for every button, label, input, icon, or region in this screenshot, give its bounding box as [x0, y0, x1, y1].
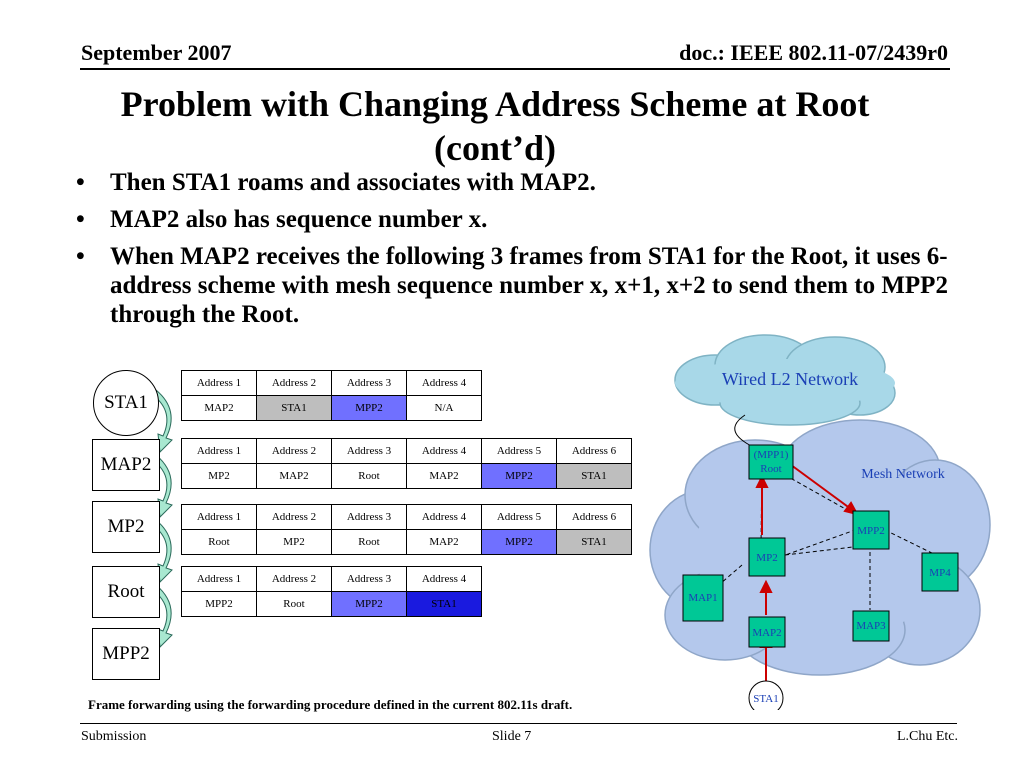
table-cell: STA1: [556, 463, 632, 489]
table-cell: Root: [181, 529, 257, 555]
table-header-cell: Address 3: [331, 504, 407, 530]
table-header-cell: Address 5: [481, 438, 557, 464]
bullet-text: Then STA1 roams and associates with MAP2…: [110, 169, 596, 196]
table-header-cell: Address 5: [481, 504, 557, 530]
root-node-box: [748, 444, 794, 480]
table-header-cell: Address 4: [406, 438, 482, 464]
address-table-sta1-map2: Address 1 Address 2 Address 3 Address 4 …: [181, 370, 482, 421]
table-header-cell: Address 4: [406, 370, 482, 396]
wired-network-label: Wired L2 Network: [722, 369, 858, 389]
address-table-map2-mp2: Address 1 Address 2 Address 3 Address 4 …: [181, 438, 632, 489]
mp2-node-box: [748, 537, 786, 577]
bullet-marker: •: [76, 243, 85, 270]
map1-node-box: [682, 574, 724, 622]
diagram-caption: Frame forwarding using the forwarding pr…: [88, 697, 573, 712]
table-cell: MPP2: [481, 463, 557, 489]
node-root: Root: [92, 566, 160, 618]
footer-submission: Submission: [81, 729, 147, 744]
bullet-item: • Then STA1 roams and associates with MAP…: [76, 168, 966, 197]
address-table-mp2-root: Address 1 Address 2 Address 3 Address 4 …: [181, 504, 632, 555]
mp2-node-label: MP2: [756, 552, 777, 564]
header-divider: [80, 68, 950, 70]
root-node-label-line2: Root: [760, 463, 781, 475]
table-cell: MAP2: [406, 529, 482, 555]
map2-node-label: MAP2: [752, 627, 781, 639]
sta1-node-circle: [748, 680, 784, 710]
table-header-cell: Address 3: [331, 438, 407, 464]
mp4-node-label: MP4: [929, 567, 951, 579]
address-table-root-mpp2: Address 1 Address 2 Address 3 Address 4 …: [181, 566, 482, 617]
table-cell: MP2: [256, 529, 332, 555]
table-header-cell: Address 2: [256, 370, 332, 396]
bullet-marker: •: [76, 169, 85, 196]
table-cell: STA1: [256, 395, 332, 421]
wired-cloud: [674, 334, 896, 426]
bullet-item: • MAP2 also has sequence number x.: [76, 205, 966, 234]
table-cell: Root: [331, 463, 407, 489]
table-cell: Root: [256, 591, 332, 617]
bullet-list: • Then STA1 roams and associates with MAP…: [76, 168, 966, 337]
bullet-text: When MAP2 receives the following 3 frame…: [110, 243, 948, 328]
mesh-network-label: Mesh Network: [861, 467, 945, 482]
sta1-node-label: STA1: [753, 693, 778, 705]
table-header-cell: Address 1: [181, 370, 257, 396]
bullet-item: • When MAP2 receives the following 3 fram…: [76, 242, 966, 329]
header-doc-id: doc.: IEEE 802.11-07/2439r0: [679, 40, 948, 65]
mesh-cloud: [649, 419, 991, 676]
bullet-marker: •: [76, 206, 85, 233]
footer-author: L.Chu Etc.: [896, 729, 958, 744]
table-header-cell: Address 3: [331, 370, 407, 396]
table-cell: MPP2: [181, 591, 257, 617]
table-cell: MP2: [181, 463, 257, 489]
table-header-cell: Address 1: [181, 438, 257, 464]
node-mpp2: MPP2: [92, 628, 160, 680]
table-header-cell: Address 6: [556, 504, 632, 530]
map3-node-box: [852, 610, 890, 642]
bullet-text: MAP2 also has sequence number x.: [110, 206, 488, 233]
table-header-cell: Address 4: [406, 504, 482, 530]
table-cell: Root: [331, 529, 407, 555]
map3-node-label: MAP3: [856, 620, 886, 632]
node-sta1: STA1: [93, 370, 159, 436]
table-header-cell: Address 2: [256, 438, 332, 464]
table-cell: N/A: [406, 395, 482, 421]
node-mp2: MP2: [92, 501, 160, 553]
table-cell: MPP2: [481, 529, 557, 555]
node-map2: MAP2: [92, 439, 160, 491]
table-cell: STA1: [556, 529, 632, 555]
table-header-cell: Address 2: [256, 566, 332, 592]
table-header-cell: Address 2: [256, 504, 332, 530]
table-cell: MAP2: [181, 395, 257, 421]
mesh-network-diagram: Wired L2 Network Mesh Network (MPP1): [649, 334, 991, 710]
table-cell: MPP2: [331, 395, 407, 421]
map1-node-label: MAP1: [688, 592, 717, 604]
table-header-cell: Address 1: [181, 504, 257, 530]
mpp2-node-box: [852, 510, 890, 550]
footer-divider: [80, 723, 957, 724]
table-cell: MPP2: [331, 591, 407, 617]
root-node-label-line1: (MPP1): [754, 449, 789, 461]
mp4-node-box: [921, 552, 959, 592]
table-cell: STA1: [406, 591, 482, 617]
table-cell: MAP2: [256, 463, 332, 489]
table-header-cell: Address 1: [181, 566, 257, 592]
slide-title: Problem with Changing Address Scheme at …: [120, 84, 870, 168]
table-cell: MAP2: [406, 463, 482, 489]
header-date: September 2007: [81, 40, 232, 65]
footer-slide-number: Slide 7: [492, 729, 532, 744]
table-header-cell: Address 6: [556, 438, 632, 464]
table-header-cell: Address 4: [406, 566, 482, 592]
map2-node-box: [748, 616, 786, 648]
mpp2-node-label: MPP2: [857, 525, 885, 537]
table-header-cell: Address 3: [331, 566, 407, 592]
